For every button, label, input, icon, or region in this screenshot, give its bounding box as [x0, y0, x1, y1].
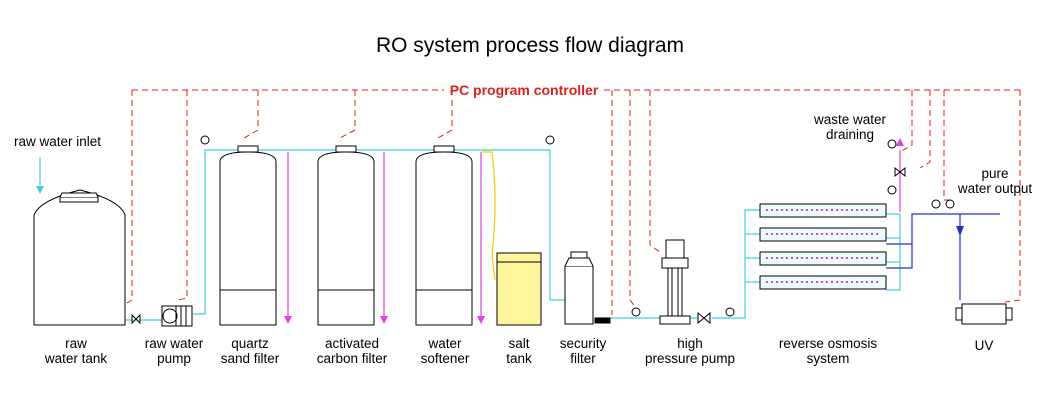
- salt-tank-label: salt tank: [494, 336, 544, 366]
- salt-tank-label-line1: salt: [508, 336, 530, 351]
- control-lines: [124, 89, 1021, 315]
- brine-line: [481, 151, 496, 281]
- salt-tank-label-line2: tank: [506, 351, 532, 366]
- water-softener-label: water softener: [410, 336, 480, 366]
- water-softener-label-line2: softener: [420, 351, 470, 366]
- raw-water-pump-label-line1: raw water: [144, 336, 204, 351]
- quartz-sand-filter-label-line1: quartz: [231, 336, 269, 351]
- ro-membranes: [759, 203, 887, 290]
- raw-water-tank: [33, 189, 126, 326]
- uv-sterilizer: [955, 303, 1013, 325]
- inlet-arrow-icon: [36, 186, 44, 194]
- high-pressure-pump-label-line1: high: [677, 336, 703, 351]
- diagram-title: RO system process flow diagram: [375, 34, 685, 57]
- activated-carbon-filter-label-line1: activated: [324, 336, 380, 351]
- membrane-elements: [766, 209, 880, 283]
- water-softener-label-line1: water: [428, 336, 462, 351]
- high-pressure-pump-label: high pressure pump: [630, 336, 750, 366]
- drain-lines: [287, 150, 901, 320]
- security-filter-label: security filter: [548, 336, 618, 366]
- high-pressure-pump-label-line2: pressure pump: [644, 351, 736, 366]
- uv-label: UV: [974, 338, 994, 353]
- pure-water-lines: [886, 213, 1000, 300]
- valve-icons: [131, 166, 906, 325]
- waste-water-draining-label-line1: waste water: [813, 112, 887, 127]
- quartz-sand-filter-label: quartz sand filter: [210, 336, 290, 366]
- activated-carbon-filter-label-line2: carbon filter: [316, 351, 388, 366]
- pc-program-controller-label: PC program controller: [444, 82, 604, 98]
- activated-carbon-filter-label: activated carbon filter: [302, 336, 402, 366]
- pure-water-output-label-line2: water output: [957, 181, 1033, 196]
- water-softener: [415, 145, 473, 326]
- pure-water-arrow-icon: [956, 226, 964, 236]
- security-filter: [564, 251, 594, 325]
- pure-water-output-label: pure water output: [945, 166, 1045, 196]
- waste-water-draining-label-line2: draining: [825, 127, 875, 142]
- raw-water-pump-label-line2: pump: [157, 351, 191, 366]
- activated-carbon-filter: [317, 145, 375, 326]
- raw-water-pump: [161, 305, 193, 327]
- pressure-gauge-icons: [200, 135, 955, 317]
- salt-tank: [496, 252, 542, 326]
- reverse-osmosis-system-label-line1: reverse osmosis: [778, 336, 878, 351]
- quartz-sand-filter-label-line2: sand filter: [220, 351, 280, 366]
- security-filter-label-line1: security: [559, 336, 607, 351]
- raw-water-tank-label-line2: water tank: [44, 351, 108, 366]
- drain-arrow-icons: [284, 138, 904, 324]
- raw-water-pump-label: raw water pump: [134, 336, 214, 366]
- reverse-osmosis-system-label: reverse osmosis system: [770, 336, 886, 366]
- raw-water-tank-label: raw water tank: [26, 336, 126, 366]
- high-pressure-pump: [659, 239, 691, 325]
- security-filter-label-line2: filter: [570, 351, 596, 366]
- raw-water-inlet-label: raw water inlet: [14, 134, 102, 149]
- quartz-sand-filter: [219, 145, 277, 326]
- raw-water-tank-label-line1: raw: [65, 336, 87, 351]
- reverse-osmosis-system-label-line2: system: [806, 351, 850, 366]
- pure-water-output-label-line1: pure: [981, 166, 1009, 181]
- waste-water-draining-label: waste water draining: [800, 112, 900, 142]
- water-pipes: [39, 149, 901, 321]
